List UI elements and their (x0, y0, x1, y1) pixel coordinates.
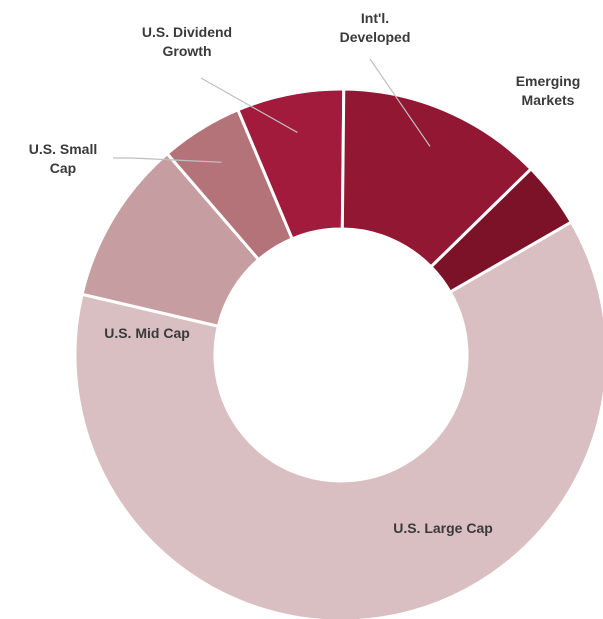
slice-label-u-s-large-cap: U.S. Large Cap (393, 520, 493, 536)
slice-label-int-l-developed: Int'l.Developed (340, 10, 411, 45)
slice-label-u-s-mid-cap: U.S. Mid Cap (104, 325, 190, 341)
slice-int-l-developed (340, 87, 533, 269)
donut-slices (73, 87, 603, 619)
leader-lines (113, 58, 431, 163)
leader-line-u-s-small-cap (113, 157, 222, 163)
slice-emerging-markets (429, 167, 573, 294)
leader-line-u-s-dividend-growth (200, 77, 298, 133)
slice-u-s-large-cap (73, 220, 603, 619)
leader-line-int-l-developed (369, 58, 431, 147)
